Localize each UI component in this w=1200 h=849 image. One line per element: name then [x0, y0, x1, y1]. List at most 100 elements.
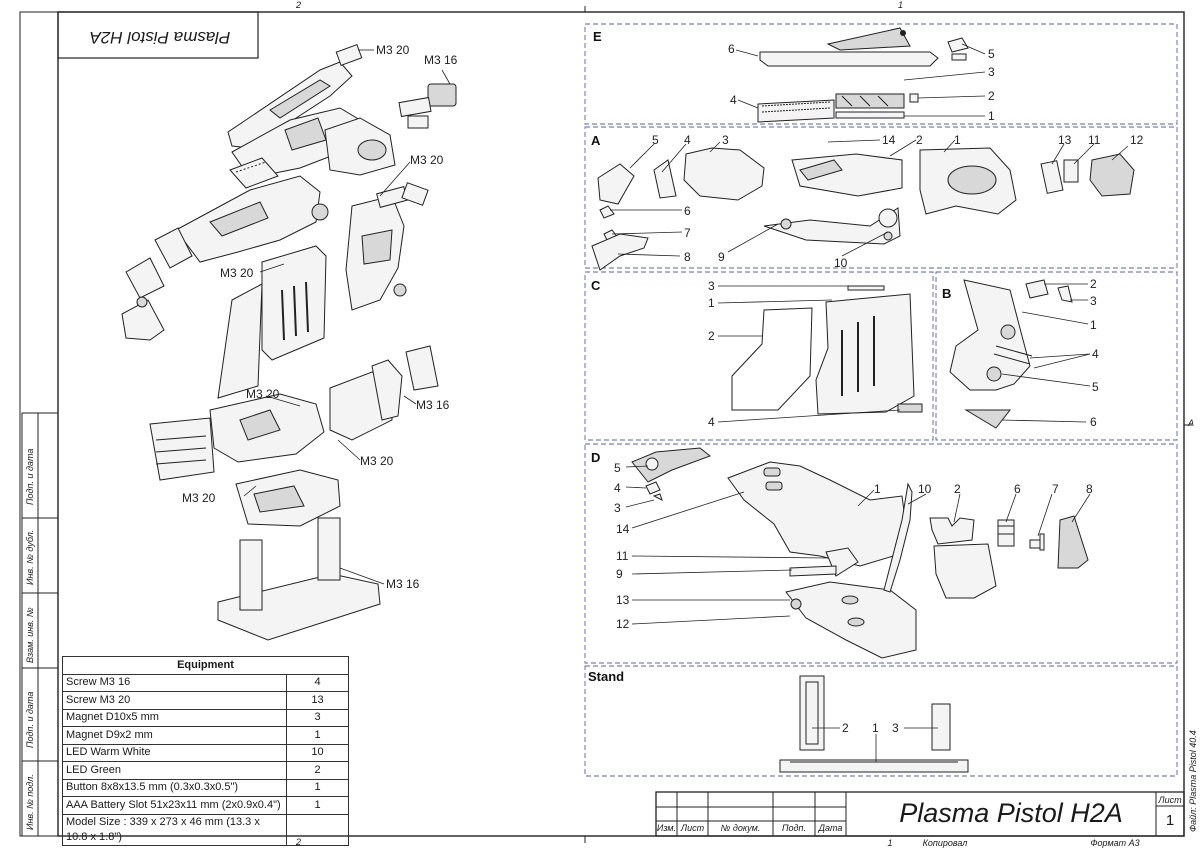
section-e-title: E: [593, 29, 602, 44]
a-num-10: 10: [834, 256, 848, 270]
equipment-heading: Equipment: [62, 656, 349, 675]
callout-m3-20-lower: M3 20: [246, 387, 280, 401]
e-num-6: 6: [728, 42, 735, 56]
equipment-qty: 1: [286, 726, 349, 745]
section-d-title: D: [591, 450, 600, 465]
side-label-dup-inv: Инв. № дубл.: [25, 529, 35, 585]
section-stand-title: Stand: [588, 669, 624, 684]
c-num-3: 3: [708, 279, 715, 293]
b-num-3: 3: [1090, 294, 1097, 308]
col-doc: № докум.: [720, 823, 761, 833]
equipment-item: Magnet D10x5 mm: [62, 708, 287, 727]
footer-num: 1: [887, 838, 893, 848]
a-num-11: 11: [1088, 133, 1101, 147]
a-num-7: 7: [684, 226, 691, 240]
stand-leaders: [812, 727, 938, 762]
d-num-11: 11: [616, 549, 629, 563]
zone-right-a: A: [1188, 418, 1195, 428]
section-b-leaders: [1001, 283, 1091, 423]
d-num-13: 13: [616, 593, 630, 607]
equipment-qty: [286, 813, 349, 846]
section-c-leaders: [717, 285, 901, 423]
section-a-title: A: [591, 133, 601, 148]
equipment-qty: 3: [286, 708, 349, 727]
d-num-4: 4: [614, 481, 621, 495]
side-label-sign-date-2: Подп. и дата: [25, 691, 35, 748]
equipment-item: Screw M3 20: [62, 691, 287, 710]
equipment-item: Screw M3 16: [62, 673, 287, 692]
callout-m3-16-top: M3 16: [424, 53, 458, 67]
a-num-8: 8: [684, 250, 691, 264]
a-num-6: 6: [684, 204, 691, 218]
stand-num-3: 3: [892, 721, 899, 735]
stand-num-2: 2: [842, 721, 849, 735]
copied-label: Копировал: [922, 838, 968, 848]
d-num-2: 2: [954, 482, 961, 496]
c-num-1: 1: [708, 296, 715, 310]
side-label-repl-inv: Взам. инв. №: [25, 607, 35, 663]
b-num-4: 4: [1092, 347, 1099, 361]
callout-m3-20-mid: M3 20: [360, 454, 394, 468]
e-num-5: 5: [988, 47, 995, 61]
d-num-10: 10: [918, 482, 932, 496]
stand-parts: [779, 675, 969, 773]
d-num-6: 6: [1014, 482, 1021, 496]
callout-m3-20-mag: M3 20: [220, 266, 254, 280]
callout-m3-20-left: M3 20: [182, 491, 216, 505]
d-num-1: 1: [874, 482, 881, 496]
section-a-parts: [591, 147, 1135, 271]
section-frames: [584, 23, 1178, 777]
equipment-item: Magnet D9x2 mm: [62, 726, 287, 745]
a-num-1: 1: [954, 133, 961, 147]
d-num-7: 7: [1052, 482, 1059, 496]
d-num-8: 8: [1086, 482, 1093, 496]
section-c-parts: [731, 285, 923, 415]
equipment-qty: 1: [286, 796, 349, 815]
equipment-item: Model Size : 339 x 273 x 46 mm (13.3 x 1…: [62, 813, 287, 846]
side-file-label: Файл: Plasma Pistol 40.4: [1188, 730, 1198, 832]
equipment-qty: 1: [286, 778, 349, 797]
equipment-qty: 10: [286, 743, 349, 762]
d-num-5: 5: [614, 461, 621, 475]
table-row: Button 8x8x13.5 mm (0.3x0.3x0.5")1: [62, 778, 349, 797]
title-block: [655, 791, 1185, 837]
section-b-title: B: [942, 286, 951, 301]
format-label: Формат A3: [1090, 838, 1140, 848]
section-c-title: C: [591, 278, 601, 293]
callout-m3-20-grip: M3 20: [410, 153, 444, 167]
col-izm: Изм.: [656, 823, 677, 833]
a-num-5: 5: [652, 133, 659, 147]
exploded-assembly: [121, 44, 457, 641]
section-d-parts: [631, 447, 1089, 659]
callout-m3-16-mid: M3 16: [416, 398, 450, 412]
sheet-label: Лист: [1158, 795, 1182, 805]
c-num-4: 4: [708, 415, 715, 429]
equipment-qty: 4: [286, 673, 349, 692]
d-num-3: 3: [614, 501, 621, 515]
col-sign: Подп.: [782, 823, 806, 833]
b-num-1: 1: [1090, 318, 1097, 332]
b-num-6: 6: [1090, 415, 1097, 429]
b-num-5: 5: [1092, 380, 1099, 394]
equipment-qty: 2: [286, 761, 349, 780]
side-label-sign-date-1: Подп. и дата: [25, 448, 35, 505]
table-row: Model Size : 339 x 273 x 46 mm (13.3 x 1…: [62, 813, 349, 846]
a-num-13: 13: [1058, 133, 1072, 147]
callout-m3-16-stand: M3 16: [386, 577, 420, 591]
exploded-callouts: M3 20 M3 16 M3 20 M3 20 M3 20 M3 16 M3 2…: [182, 43, 458, 591]
equipment-item: Button 8x8x13.5 mm (0.3x0.3x0.5"): [62, 778, 287, 797]
exploded-leaders: [243, 49, 451, 585]
section-d-leaders: [625, 465, 1091, 625]
equipment-item: LED Green: [62, 761, 287, 780]
col-date: Дата: [818, 823, 843, 833]
e-num-3: 3: [988, 65, 995, 79]
table-row: AAA Battery Slot 51x23x11 mm (2x0.9x0.4"…: [62, 796, 349, 815]
